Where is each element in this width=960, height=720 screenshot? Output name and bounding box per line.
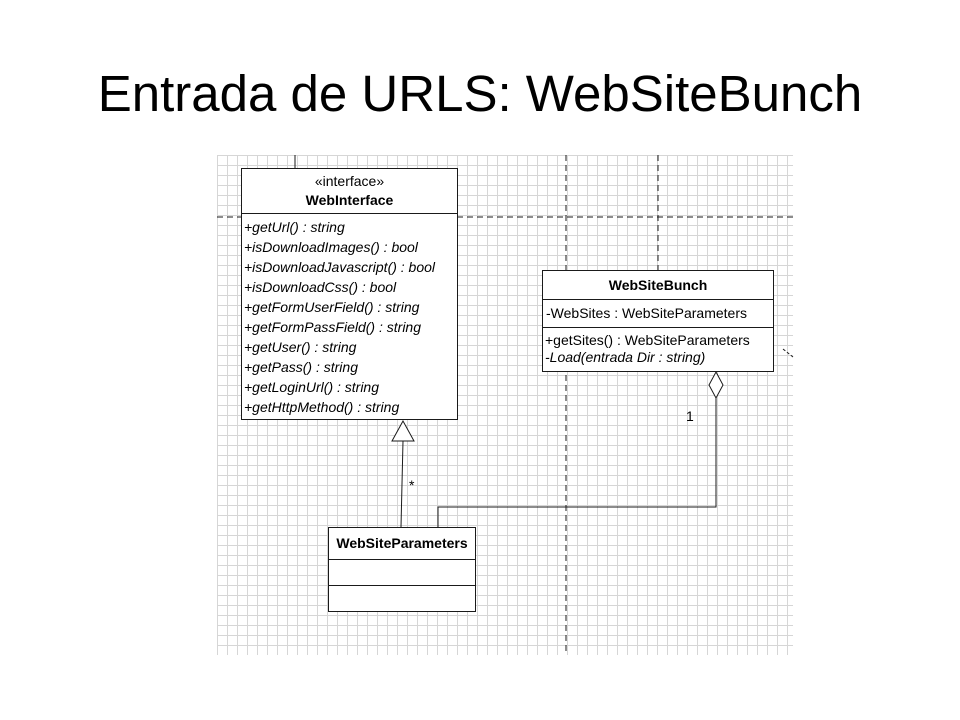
operation: -Load(entrada Dir : string) bbox=[545, 349, 706, 365]
operation: +getHttpMethod() : string bbox=[244, 399, 400, 415]
operation: +getUrl() : string bbox=[244, 219, 345, 235]
class-websiteparameters-attributes bbox=[329, 560, 475, 586]
class-name: WebSiteParameters bbox=[329, 528, 475, 560]
operation: +getPass() : string bbox=[244, 359, 358, 375]
operation: +getLoginUrl() : string bbox=[244, 379, 380, 395]
class-websitebunch-operations: +getSites() : WebSiteParameters -Load(en… bbox=[543, 328, 773, 366]
class-name: WebInterface bbox=[305, 192, 394, 208]
operation: +isDownloadJavascript() : bool bbox=[244, 259, 436, 275]
operation: +isDownloadCss() : bool bbox=[244, 279, 397, 295]
class-name: WebSiteBunch bbox=[543, 271, 773, 300]
attribute: -WebSites : WebSiteParameters bbox=[546, 305, 748, 321]
class-webinterface-operations: +getUrl() : string +isDownloadImages() :… bbox=[242, 214, 457, 417]
operation: +getSites() : WebSiteParameters bbox=[545, 332, 750, 348]
class-websiteparameters: WebSiteParameters bbox=[328, 527, 476, 612]
class-websiteparameters-operations bbox=[329, 586, 475, 611]
class-websitebunch: WebSiteBunch -WebSites : WebSiteParamete… bbox=[542, 270, 774, 372]
operation: +isDownloadImages() : bool bbox=[244, 239, 418, 255]
operation: +getFormPassField() : string bbox=[244, 319, 421, 335]
class-webinterface: «interface» WebInterface +getUrl() : str… bbox=[241, 168, 458, 420]
slide-title: Entrada de URLS: WebSiteBunch bbox=[97, 65, 863, 122]
class-stereotype: «interface» bbox=[314, 173, 385, 189]
operation: +getUser() : string bbox=[244, 339, 357, 355]
operation: +getFormUserField() : string bbox=[244, 299, 420, 315]
class-websitebunch-attributes: -WebSites : WebSiteParameters bbox=[543, 300, 773, 328]
class-webinterface-header: «interface» WebInterface bbox=[242, 169, 457, 214]
